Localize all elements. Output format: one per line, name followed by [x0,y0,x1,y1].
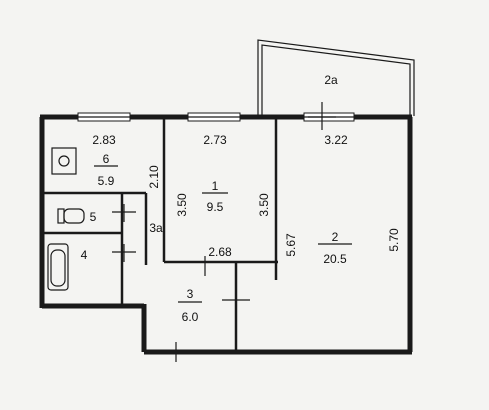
room-area-6: 5.9 [98,174,115,188]
room-area-1: 9.5 [207,200,224,214]
dim-corridor: 2.68 [208,245,232,259]
room-number-1: 1 [212,179,219,193]
dim-room6-depth: 2.10 [147,165,161,189]
bathtub-icon [47,243,69,291]
room-number-2a: 2a [324,73,338,87]
stove-icon [51,147,77,175]
dim-room6-width: 2.83 [92,133,116,147]
partitions [42,117,278,352]
stove-burner-icon [58,155,70,167]
dim-room2-left: 5.67 [284,233,298,257]
balcony-2a-outline [257,39,415,116]
dim-room2-right: 5.70 [387,228,401,252]
room-number-3a: 3a [149,221,163,235]
room-number-6: 6 [103,152,110,166]
dim-room1-width: 2.73 [203,133,227,147]
label-underlines [94,165,352,303]
dim-room1-left: 3.50 [175,193,189,217]
toilet-tank-icon [57,208,65,224]
dim-balcony-width: 3.22 [324,133,348,147]
bathtub-inner-icon [50,249,66,287]
door-marks [112,102,336,362]
room-area-3: 6.0 [182,310,199,324]
room-area-2: 20.5 [323,252,347,266]
dim-room1-right: 3.50 [257,193,271,217]
fixtures [47,147,85,291]
room-number-4: 4 [81,248,88,262]
room-number-2: 2 [332,230,339,244]
room-number-5: 5 [90,210,97,224]
room-number-3: 3 [187,287,194,301]
